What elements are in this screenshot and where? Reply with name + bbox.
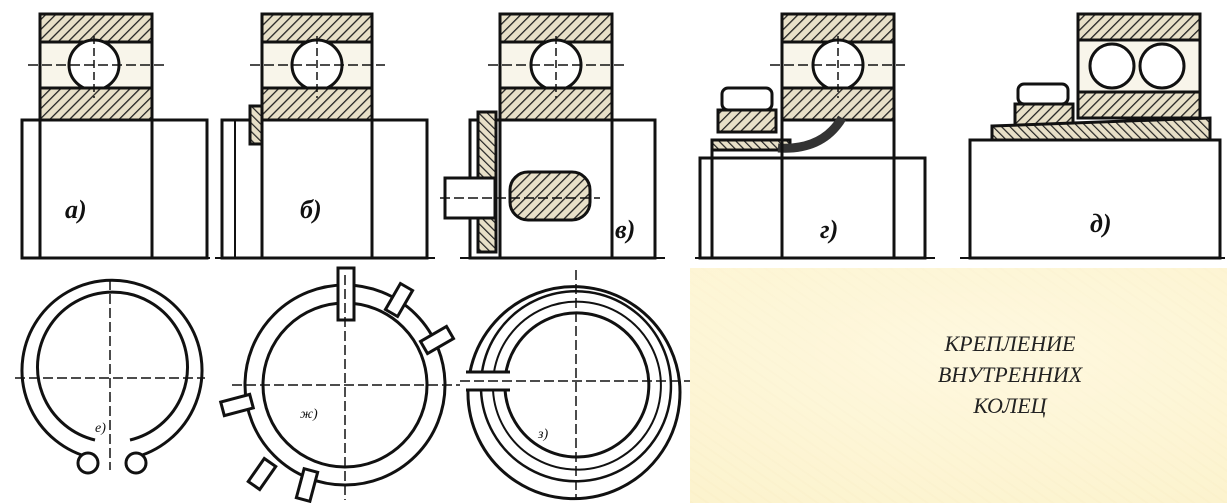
figure-label-b: б) bbox=[300, 195, 322, 224]
figure-label-v: в) bbox=[615, 215, 635, 244]
figure-z-split-ring bbox=[460, 270, 690, 501]
figure-zh-tab-washer bbox=[218, 266, 460, 503]
title-line-2: ВНУТРЕННИХ bbox=[937, 362, 1083, 387]
shaft bbox=[20, 118, 209, 260]
figure-label-d: д) bbox=[1090, 209, 1112, 238]
washer-tab bbox=[777, 115, 846, 153]
circlip-eye-right bbox=[124, 451, 148, 475]
washer-tab-top bbox=[336, 266, 356, 322]
figure-label-e: е) bbox=[95, 421, 106, 436]
figure-label-a: а) bbox=[65, 195, 87, 224]
figure-v-bearing-end-plate bbox=[440, 12, 665, 260]
outer-ring bbox=[38, 12, 154, 44]
inner-ring bbox=[38, 86, 154, 122]
figure-g-bearing-nut-washer bbox=[695, 12, 935, 260]
figure-e-circlip bbox=[15, 278, 205, 475]
circlip-outer bbox=[20, 278, 204, 460]
spacer-ring bbox=[248, 104, 264, 146]
lock-nut bbox=[720, 86, 774, 112]
shaft-d bbox=[968, 138, 1222, 260]
title-line-3: КОЛЕЦ bbox=[973, 393, 1047, 418]
split-ring-outer bbox=[466, 285, 682, 501]
circlip-inner bbox=[36, 290, 189, 442]
figure-label-z: з) bbox=[537, 427, 548, 442]
split-ring-inner bbox=[503, 311, 651, 459]
sleeve-nut bbox=[1016, 82, 1070, 106]
figure-d-bearing-adapter-sleeve bbox=[960, 12, 1225, 260]
slide-title: КРЕПЛЕНИЕ ВНУТРЕННИХ КОЛЕЦ bbox=[880, 328, 1140, 421]
circlip-eye-left bbox=[76, 451, 100, 475]
figure-b-bearing-shoulder bbox=[215, 12, 435, 260]
figure-label-zh: ж) bbox=[300, 407, 318, 422]
nut-body bbox=[716, 108, 778, 134]
title-line-1: КРЕПЛЕНИЕ bbox=[944, 331, 1076, 356]
bolt bbox=[508, 170, 592, 222]
figure-label-g: г) bbox=[820, 215, 838, 244]
figure-a-bearing-plain bbox=[20, 12, 210, 260]
